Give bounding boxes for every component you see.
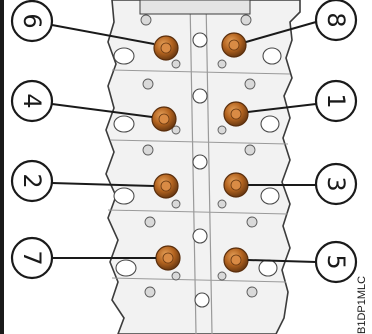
callout-8: 8 xyxy=(314,0,358,42)
bolt-7 xyxy=(155,245,181,271)
figure-reference-code: B1DP1MLC xyxy=(356,275,368,334)
svg-text:4: 4 xyxy=(18,93,46,108)
svg-text:8: 8 xyxy=(322,12,350,27)
cylinder-head-casting xyxy=(105,0,301,334)
bolt-3 xyxy=(223,172,249,198)
svg-text:3: 3 xyxy=(322,176,350,191)
svg-text:2: 2 xyxy=(18,173,46,188)
svg-text:5: 5 xyxy=(322,254,350,269)
bolt-6 xyxy=(153,35,179,61)
leader-lines xyxy=(51,21,317,263)
bolt-4 xyxy=(151,106,177,132)
callout-3: 3 xyxy=(314,162,358,206)
svg-text:7: 7 xyxy=(18,250,46,265)
bolt-2 xyxy=(153,173,179,199)
callout-7: 7 xyxy=(10,236,54,280)
callout-4: 4 xyxy=(10,79,54,123)
bolt-5 xyxy=(223,247,249,273)
svg-text:1: 1 xyxy=(322,93,350,108)
callout-2: 2 xyxy=(10,159,54,203)
callout-6: 6 xyxy=(10,0,54,43)
svg-text:6: 6 xyxy=(18,13,46,28)
left-border-strip xyxy=(0,0,4,334)
callout-1: 1 xyxy=(314,79,358,123)
callout-5: 5 xyxy=(314,240,358,284)
bolt-1 xyxy=(223,101,249,127)
bolt-8 xyxy=(221,32,247,58)
